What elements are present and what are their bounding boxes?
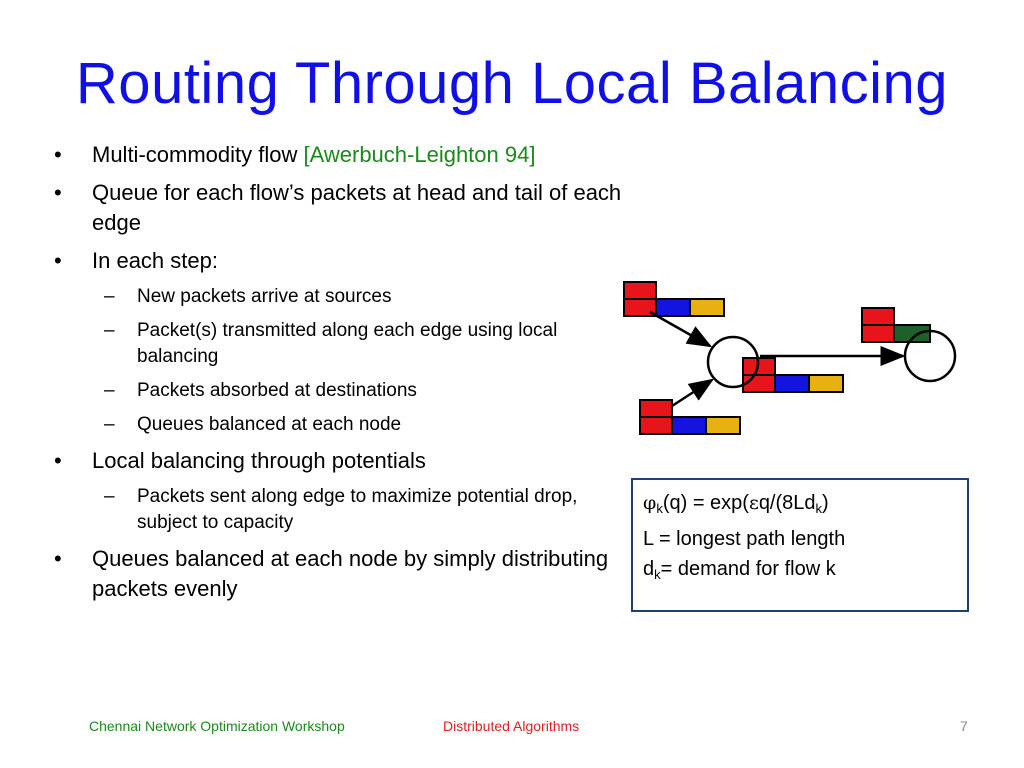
edge-bottom-left-to-middle xyxy=(671,378,715,408)
bullet-queue: Queue for each flow’s packets at head an… xyxy=(52,178,622,238)
network-diagram xyxy=(623,281,957,435)
demand-symbol: d xyxy=(643,558,655,580)
potential-formula: φk(q) = exp(εq/(8Ldk) xyxy=(643,488,957,524)
subscript-k: k xyxy=(656,501,663,516)
longest-path-definition: L = longest path length xyxy=(643,528,846,550)
bullet-distribute: Queues balanced at each node by simply d… xyxy=(52,544,622,604)
formula-part: q/(8Ld xyxy=(758,492,816,514)
sub-bullet-arrive: New packets arrive at sources xyxy=(52,284,622,310)
sub-bullet-absorbed: Packets absorbed at destinations xyxy=(52,378,622,404)
bullet-text: Multi-commodity flow xyxy=(92,142,304,167)
bullet-potentials: Local balancing through potentials xyxy=(52,446,622,476)
footer-topic: Distributed Algorithms xyxy=(443,718,580,734)
sub-bullet-transmit: Packet(s) transmitted along each edge us… xyxy=(52,318,622,370)
edge-top-left-to-middle xyxy=(649,310,713,348)
sub-bullet-queues: Queues balanced at each node xyxy=(52,412,622,438)
demand-text: = demand for flow k xyxy=(660,558,836,580)
packet-queue-bottom-left xyxy=(639,399,741,435)
formula-box: φk(q) = exp(εq/(8Ldk) L = longest path l… xyxy=(631,478,969,612)
slide-number: 7 xyxy=(960,718,968,734)
citation: [Awerbuch-Leighton 94] xyxy=(303,142,536,167)
subscript-k: k xyxy=(654,567,661,582)
packet-queue-right xyxy=(861,307,931,343)
bullet-each-step: In each step: xyxy=(52,246,622,276)
node-middle xyxy=(706,335,760,389)
sub-bullet-potential-drop: Packets sent along edge to maximize pote… xyxy=(52,484,622,536)
demand-definition: dk= demand for flow k xyxy=(643,554,957,590)
packet-queue-top-left xyxy=(623,281,725,317)
phi-symbol: φ xyxy=(643,492,657,514)
bullet-multicommodity: Multi-commodity flow [Awerbuch-Leighton … xyxy=(52,140,622,170)
slide-title: Routing Through Local Balancing xyxy=(75,51,949,116)
epsilon-symbol: ε xyxy=(748,492,759,514)
bullet-list: Multi-commodity flow [Awerbuch-Leighton … xyxy=(52,140,622,612)
footer-workshop: Chennai Network Optimization Workshop xyxy=(89,718,345,734)
packet-queue-middle xyxy=(742,357,844,393)
formula-part: ) xyxy=(822,492,829,514)
subscript-k: k xyxy=(815,501,823,516)
formula-part: (q) = exp( xyxy=(662,492,749,514)
